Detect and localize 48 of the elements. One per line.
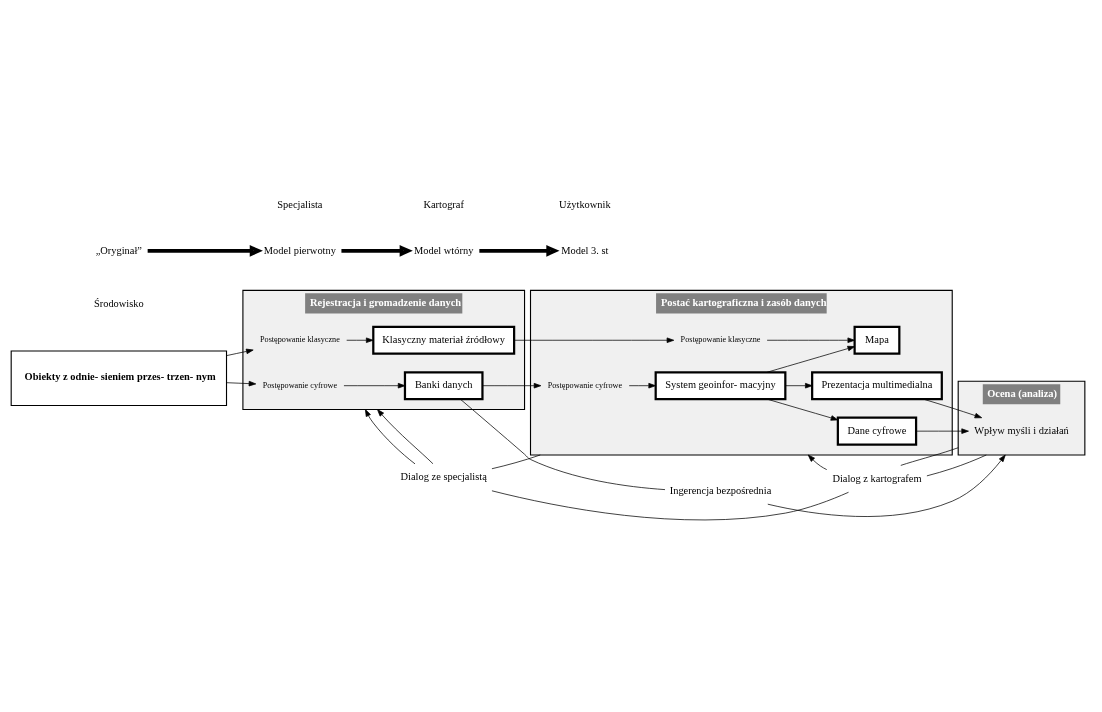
arrow (785, 383, 813, 389)
node-text: Model pierwotny (263, 244, 336, 256)
node-text: Użytkownik (559, 199, 611, 211)
connector (926, 454, 987, 477)
arrow (923, 398, 983, 419)
node-text: Środowisko (93, 297, 144, 309)
node-box: Dane cyfrowe (836, 416, 918, 446)
arrow (346, 337, 374, 343)
node-text: Dialog z kartografem (832, 472, 922, 484)
arrow (807, 454, 828, 470)
arrow (766, 337, 855, 343)
node-text: Specjalista (277, 199, 323, 211)
node-text: Postępowanie klasyczne (680, 335, 761, 345)
node-text: Wpływ myśli i działań (974, 424, 1069, 436)
node-box: Mapa (853, 325, 901, 355)
node-text: Postępowanie klasyczne (260, 335, 340, 345)
arrow (364, 409, 416, 465)
node-text: Kartograf (423, 199, 464, 211)
node-text: „Oryginał” (95, 244, 143, 256)
node-text: Ingerencja bezpośrednia (669, 484, 772, 496)
arrow (766, 345, 855, 373)
node-box: Obiekty z odnie- sieniem przes- trzen- nym (10, 350, 228, 406)
arrow (628, 383, 656, 389)
arrow (767, 454, 1006, 517)
node-box: System geoinfor- macyjny (654, 371, 787, 401)
connector (900, 447, 959, 466)
arrow (479, 245, 560, 257)
connector (491, 454, 541, 470)
node-box: Klasyczny materiał źródłowy (372, 325, 516, 355)
arrow (482, 383, 542, 389)
connector (491, 490, 849, 521)
node-text: Postępowanie cyfrowe (262, 380, 338, 390)
node-text: Model wtórny (414, 244, 474, 256)
arrow (766, 398, 839, 421)
connector (460, 398, 666, 490)
node-box: Prezentacja multimedialna (811, 371, 943, 401)
arrow (915, 428, 969, 434)
arrow (343, 383, 406, 389)
arrow (226, 380, 257, 387)
node-text: Model 3. st (561, 244, 609, 256)
arrow (341, 245, 413, 257)
arrow (147, 245, 263, 257)
arrow (226, 348, 254, 356)
arrow (513, 337, 675, 343)
node-text: Postępowanie cyfrowe (547, 380, 623, 390)
node-box: Banki danych (403, 371, 484, 401)
node-text: Dialog ze specjalistą (400, 471, 487, 483)
arrow (377, 409, 434, 465)
